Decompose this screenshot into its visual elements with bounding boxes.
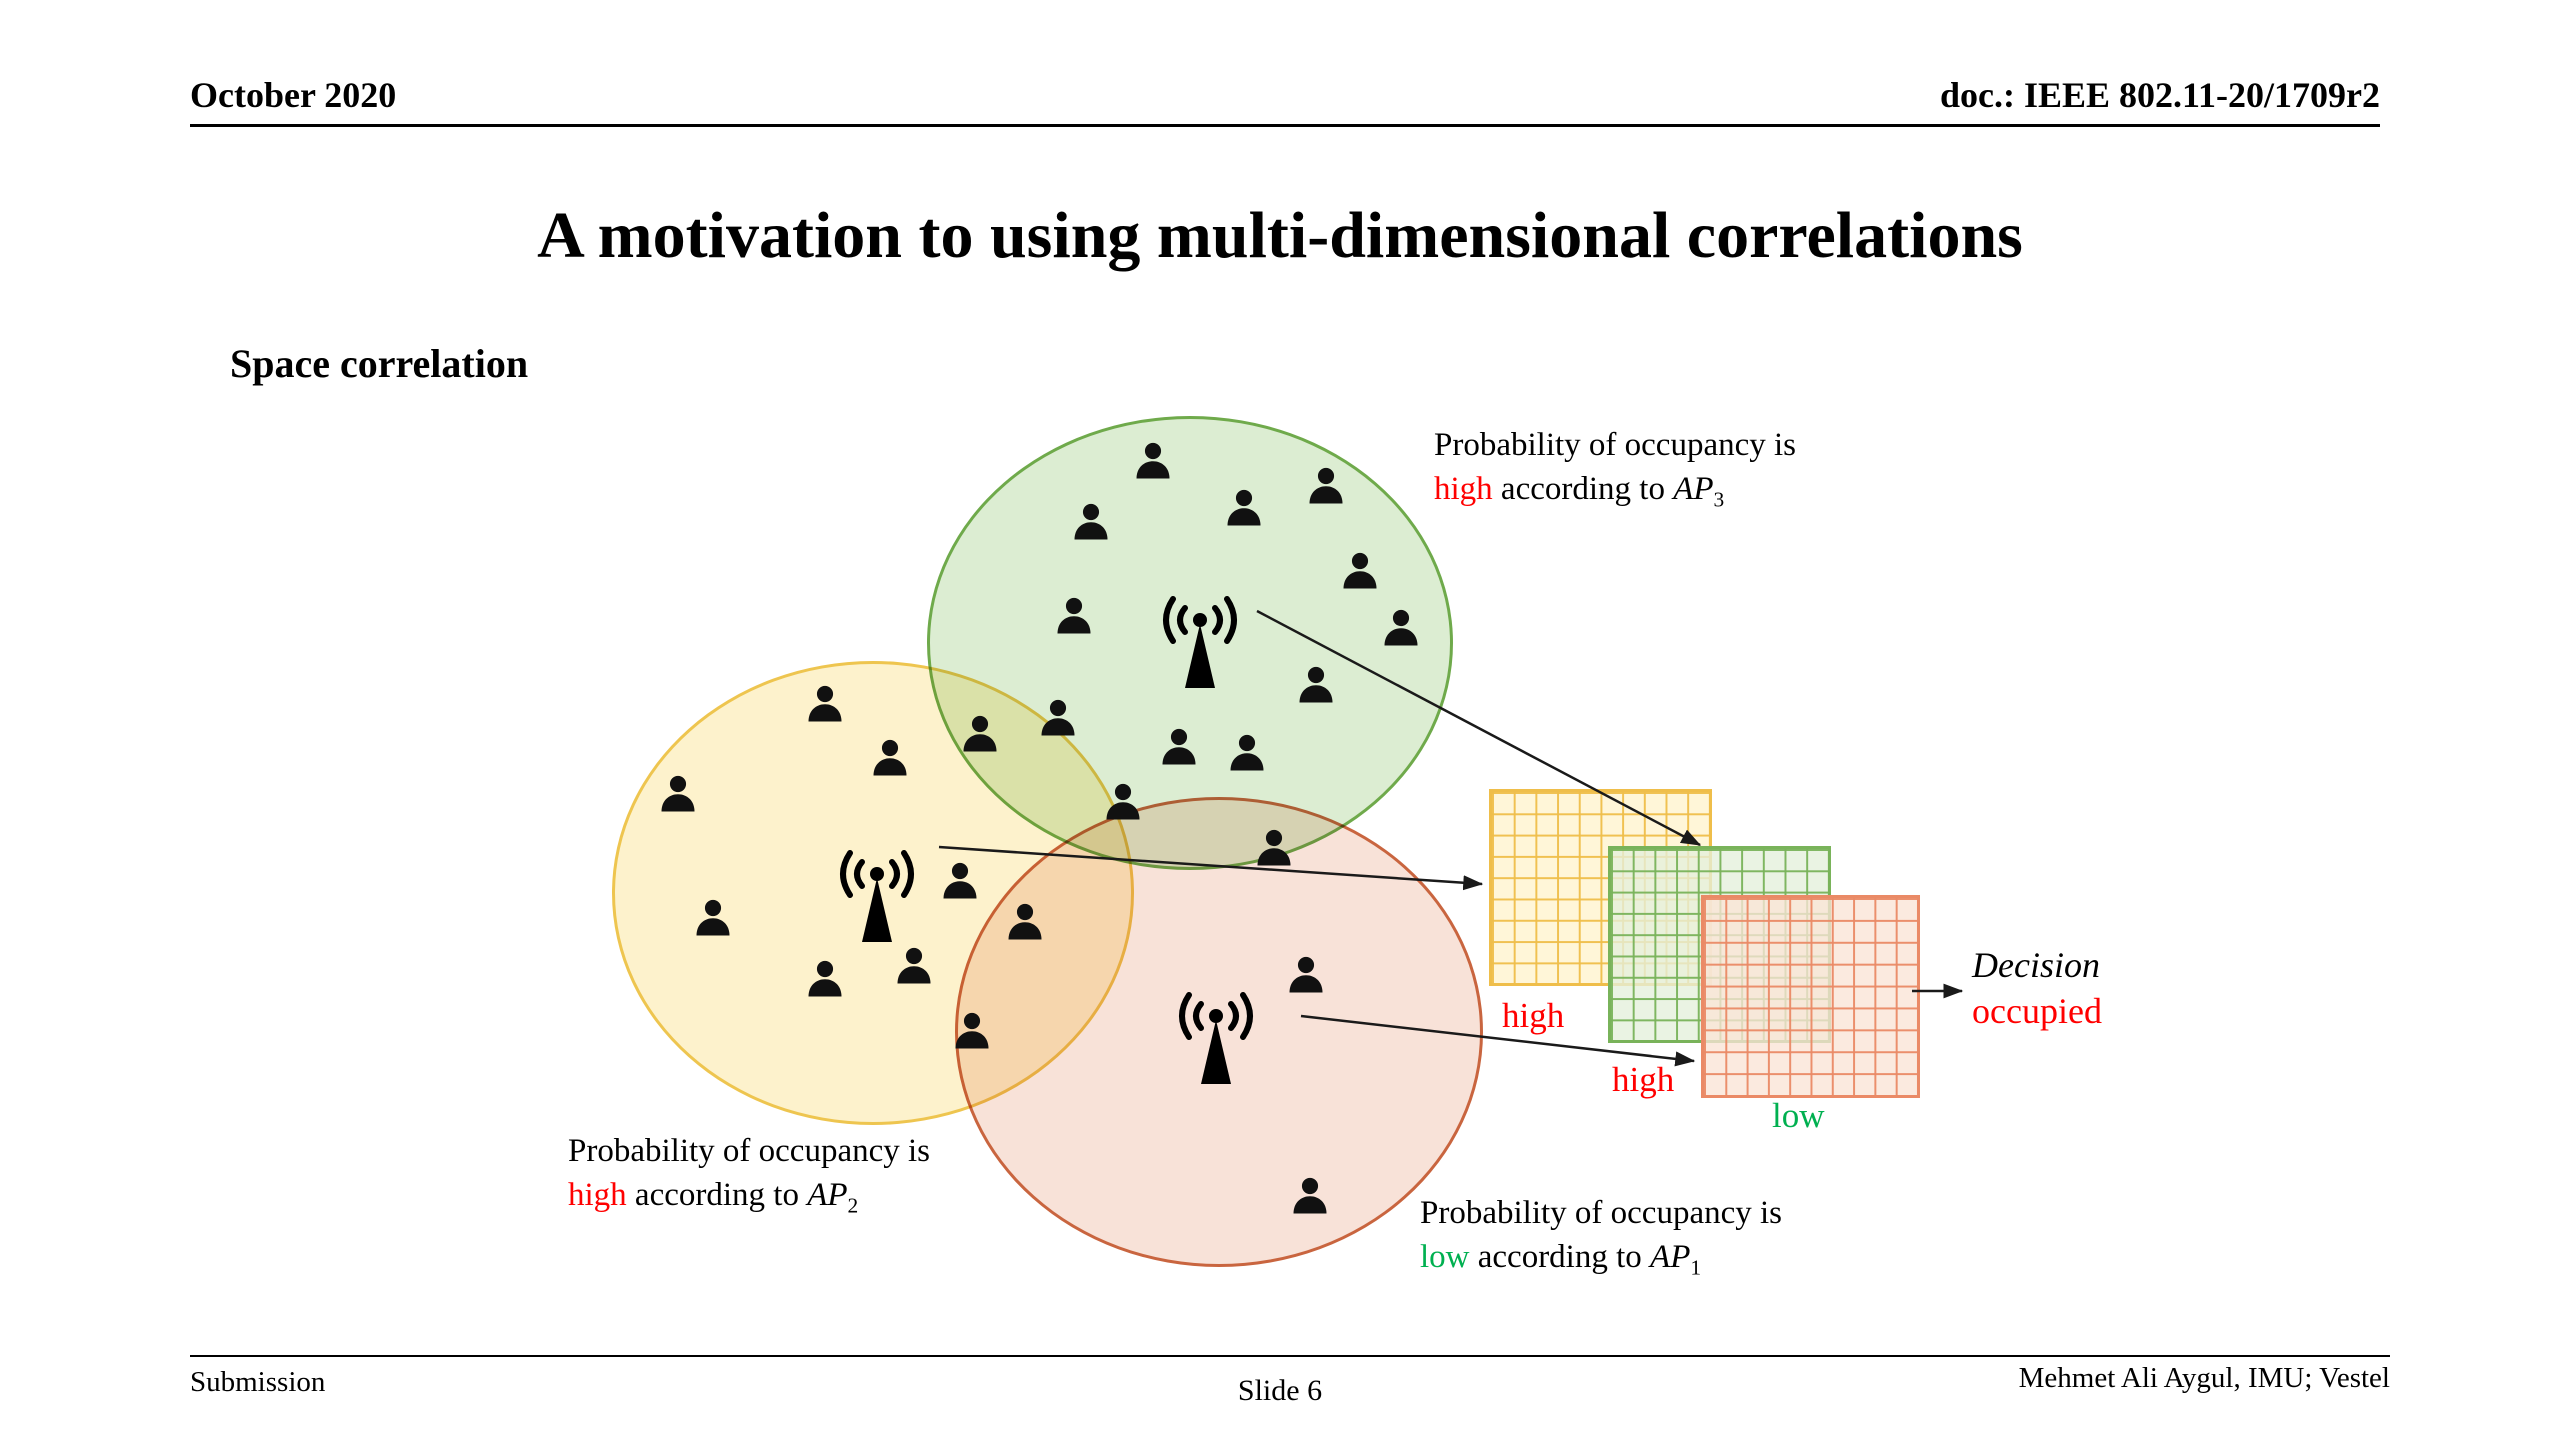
header: October 2020 doc.: IEEE 802.11-20/1709r2	[190, 74, 2380, 116]
person-icon	[691, 897, 735, 941]
ap2-label-line1: Probability of occupancy is	[568, 1133, 931, 1169]
person-icon	[1052, 595, 1096, 639]
person-icon	[1131, 440, 1175, 484]
ap3-label-line1: Probability of occupancy is	[1434, 427, 1797, 463]
ap3-label-ap-name: AP	[1673, 470, 1714, 507]
page-title: A motivation to using multi-dimensional …	[537, 199, 2023, 272]
ap3-label-middle: according to	[1492, 470, 1674, 507]
ap2-label-highlight: high	[568, 1176, 627, 1213]
person-icon	[1252, 827, 1296, 871]
header-date: October 2020	[190, 75, 397, 115]
person-icon	[1003, 901, 1047, 945]
ap1-occupancy-label: Probability of occupancy is low accordin…	[1420, 1192, 1782, 1281]
person-icon	[938, 860, 982, 904]
header-rule	[190, 124, 2380, 127]
person-icon	[1288, 1175, 1332, 1219]
green-grid-result-label: high	[1612, 1060, 1675, 1099]
ap1-label-line1: Probability of occupancy is	[1420, 1195, 1783, 1231]
person-icon	[803, 958, 847, 1002]
person-icon	[803, 683, 847, 727]
ap2-label-middle: according to	[626, 1176, 808, 1213]
person-icon	[958, 713, 1002, 757]
person-icon	[950, 1010, 994, 1054]
ap2-label-ap-name: AP	[807, 1176, 848, 1213]
person-icon	[1379, 607, 1423, 651]
footer-submission: Submission	[190, 1366, 326, 1398]
ap1-label-highlight: low	[1420, 1238, 1470, 1275]
decision-label: Decision occupied	[1972, 942, 2102, 1034]
person-icon	[1294, 664, 1338, 708]
person-icon	[1225, 732, 1269, 776]
person-icon	[1036, 697, 1080, 741]
ap1-label-middle: according to	[1469, 1238, 1651, 1275]
person-icon	[1222, 487, 1266, 531]
ap3-antenna-icon	[1140, 584, 1260, 694]
person-icon	[1069, 501, 1113, 545]
person-icon	[1304, 465, 1348, 509]
ap2-label-ap-sub: 2	[847, 1193, 859, 1218]
header-doc-number: doc.: IEEE 802.11-20/1709r2	[1939, 75, 2380, 115]
person-icon	[868, 737, 912, 781]
person-icon	[1101, 781, 1145, 825]
ap1-antenna-icon	[1156, 980, 1276, 1090]
person-icon	[1338, 550, 1382, 594]
person-icon	[656, 773, 700, 817]
ap2-antenna-icon	[817, 838, 937, 948]
ap3-label-highlight: high	[1434, 470, 1493, 507]
footer-author: Mehmet Ali Aygul, IMU; Vestel	[2018, 1362, 2390, 1394]
yellow-grid-result-label: high	[1502, 996, 1565, 1035]
ap2-occupancy-label: Probability of occupancy is high accordi…	[568, 1130, 930, 1219]
ap1-label-ap-name: AP	[1650, 1238, 1691, 1275]
person-icon	[1284, 954, 1328, 998]
ap3-label-ap-sub: 3	[1713, 487, 1725, 512]
ap3-occupancy-label: Probability of occupancy is high accordi…	[1434, 424, 1796, 513]
person-icon	[892, 945, 936, 989]
ap1-label-ap-sub: 1	[1690, 1255, 1702, 1280]
ap1-occupancy-grid	[1701, 895, 1920, 1098]
decision-result: occupied	[1972, 991, 2102, 1032]
footer-rule	[190, 1355, 2390, 1357]
decision-title: Decision	[1972, 945, 2100, 985]
subtitle: Space correlation	[230, 341, 529, 386]
person-icon	[1157, 726, 1201, 770]
red-grid-result-label: low	[1772, 1096, 1825, 1135]
footer-slide-number: Slide 6	[1237, 1374, 1323, 1407]
